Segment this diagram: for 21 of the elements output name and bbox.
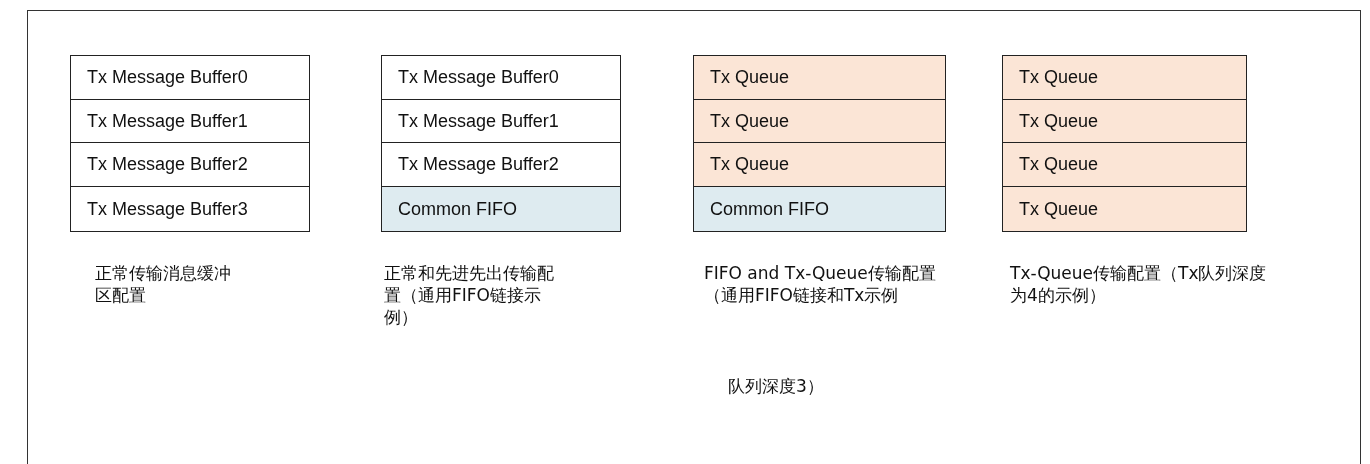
table-cell: Tx Queue [1002, 186, 1247, 232]
table-cell: Tx Message Buffer2 [381, 142, 621, 187]
table-cell: Tx Message Buffer0 [381, 55, 621, 100]
caption-text: FIFO and Tx-Queue传输配置（通用FIFO链接和Tx示例 [704, 262, 937, 306]
table-cell: Tx Queue [1002, 99, 1247, 143]
table-cell: Tx Message Buffer1 [381, 99, 621, 143]
table-cell: Tx Queue [693, 142, 946, 187]
table-cell: Tx Queue [1002, 55, 1247, 100]
table-cell: Tx Message Buffer2 [70, 142, 310, 187]
table-cell: Tx Message Buffer1 [70, 99, 310, 143]
caption-text: 正常和先进先出传输配置（通用FIFO链接示例） [384, 262, 555, 328]
caption-text: 正常传输消息缓冲区配置 [95, 262, 232, 306]
table-cell: Tx Queue [693, 99, 946, 143]
table-cell: Tx Message Buffer3 [70, 186, 310, 232]
table-cell: Tx Queue [1002, 142, 1247, 187]
caption-text: Tx-Queue传输配置（Tx队列深度为4的示例） [1010, 262, 1268, 306]
table-cell: Tx Queue [693, 55, 946, 100]
caption-text: 队列深度3） [728, 375, 825, 397]
table-cell: Tx Message Buffer0 [70, 55, 310, 100]
table-cell: Common FIFO [693, 186, 946, 232]
table-cell: Common FIFO [381, 186, 621, 232]
